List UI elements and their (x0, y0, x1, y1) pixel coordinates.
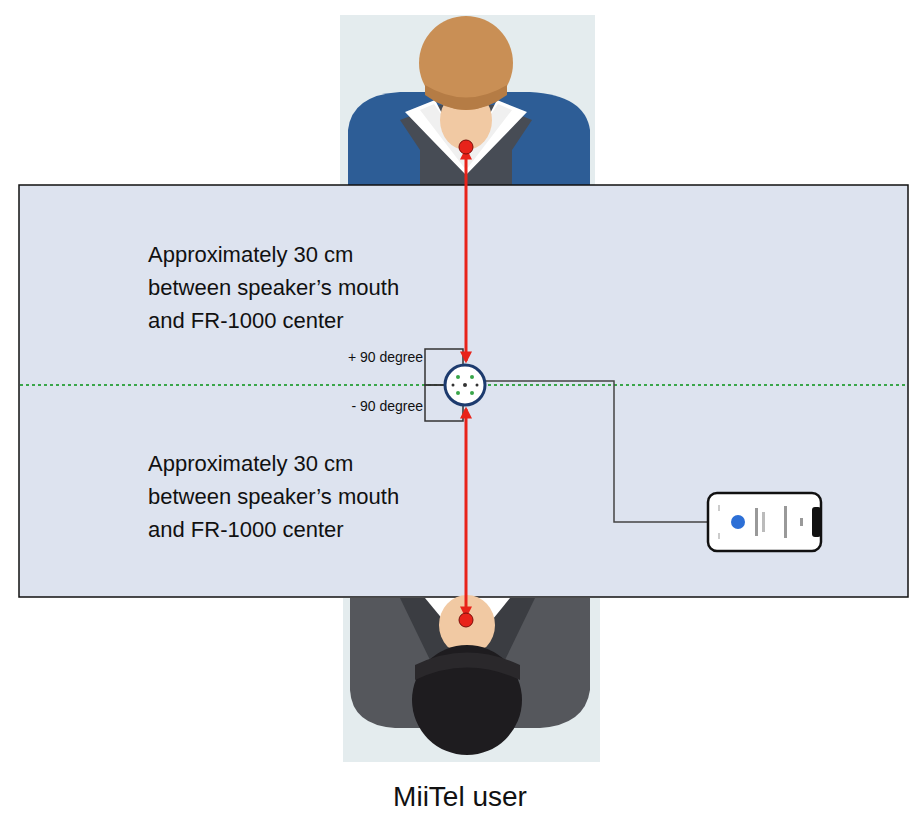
fr1000-device (445, 365, 485, 405)
axis-line (20, 384, 907, 386)
distance-arrow (465, 409, 468, 616)
angle-label: - 90 degree (283, 398, 423, 415)
mouth-dot (459, 140, 473, 154)
smartphone (708, 493, 821, 551)
table-top (19, 185, 908, 597)
angle-label: + 90 degree (283, 349, 423, 366)
distance-note: Approximately 30 cm between speaker’s mo… (148, 447, 420, 546)
bottom-person (343, 595, 600, 762)
caption-label: MiiTel user (300, 780, 620, 814)
distance-note: Approximately 30 cm between speaker’s mo… (148, 238, 420, 337)
mouth-dot (459, 613, 473, 627)
distance-arrow (465, 150, 468, 361)
cable (486, 381, 708, 522)
